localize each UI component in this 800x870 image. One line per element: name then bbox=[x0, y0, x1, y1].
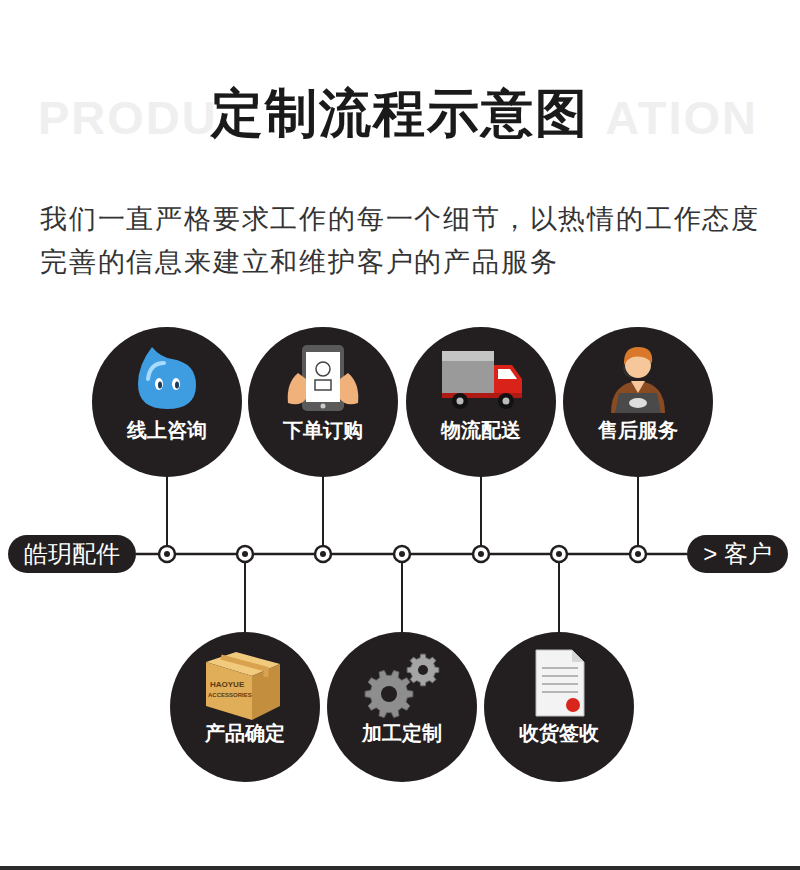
title: 定制流程示意图 bbox=[0, 84, 800, 144]
box-icon bbox=[206, 652, 280, 720]
drop-icon bbox=[138, 347, 196, 409]
node-label: 加工定制 bbox=[327, 723, 477, 745]
process-circle: 物流配送 bbox=[406, 327, 556, 477]
node-label: 线上咨询 bbox=[92, 420, 242, 442]
process-circle: 产品确定 bbox=[170, 632, 320, 782]
circle-shape bbox=[92, 327, 242, 477]
node-label: 皓玥配件 bbox=[24, 542, 120, 566]
agent-icon bbox=[611, 347, 665, 413]
circle-shape bbox=[406, 327, 556, 477]
box-print: ACCESSORIES bbox=[208, 692, 252, 698]
circle-shape bbox=[484, 632, 634, 782]
stem-lines bbox=[167, 476, 638, 633]
terminal-pill: 皓玥配件 bbox=[8, 535, 136, 573]
process-circle: 下单订购 bbox=[248, 327, 398, 477]
node-label: 产品确定 bbox=[170, 723, 320, 745]
circle-shape bbox=[327, 632, 477, 782]
process-circle: 加工定制 bbox=[327, 632, 477, 782]
circle-shape bbox=[248, 327, 398, 477]
box-print: HAOYUE bbox=[210, 680, 244, 689]
watermark: PRODU bbox=[38, 92, 218, 144]
terminal-pill: > 客户 bbox=[687, 535, 788, 573]
process-circle: 收货签收 bbox=[484, 632, 634, 782]
watermark: ATION bbox=[605, 92, 758, 144]
gears-icon bbox=[365, 654, 439, 717]
circle-shape bbox=[563, 327, 713, 477]
process-circle: 线上咨询 bbox=[92, 327, 242, 477]
timeline-connector bbox=[136, 553, 687, 556]
node-label: 售后服务 bbox=[563, 420, 713, 442]
node-label: 物流配送 bbox=[406, 420, 556, 442]
doc-icon bbox=[536, 650, 584, 716]
node-label: 收货签收 bbox=[484, 723, 634, 745]
circle-shape bbox=[170, 632, 320, 782]
node-label: > 客户 bbox=[703, 542, 772, 566]
timeline-dots bbox=[159, 546, 646, 562]
process-circle: 售后服务 bbox=[563, 327, 713, 477]
bottom-bar bbox=[0, 866, 800, 870]
phone-icon bbox=[288, 345, 359, 411]
node-label: 下单订购 bbox=[248, 420, 398, 442]
intro-paragraph: 我们一直严格要求工作的每一个细节，以热情的工作态度 完善的信息来建立和维护客户的… bbox=[40, 198, 775, 284]
truck-icon bbox=[442, 351, 522, 409]
